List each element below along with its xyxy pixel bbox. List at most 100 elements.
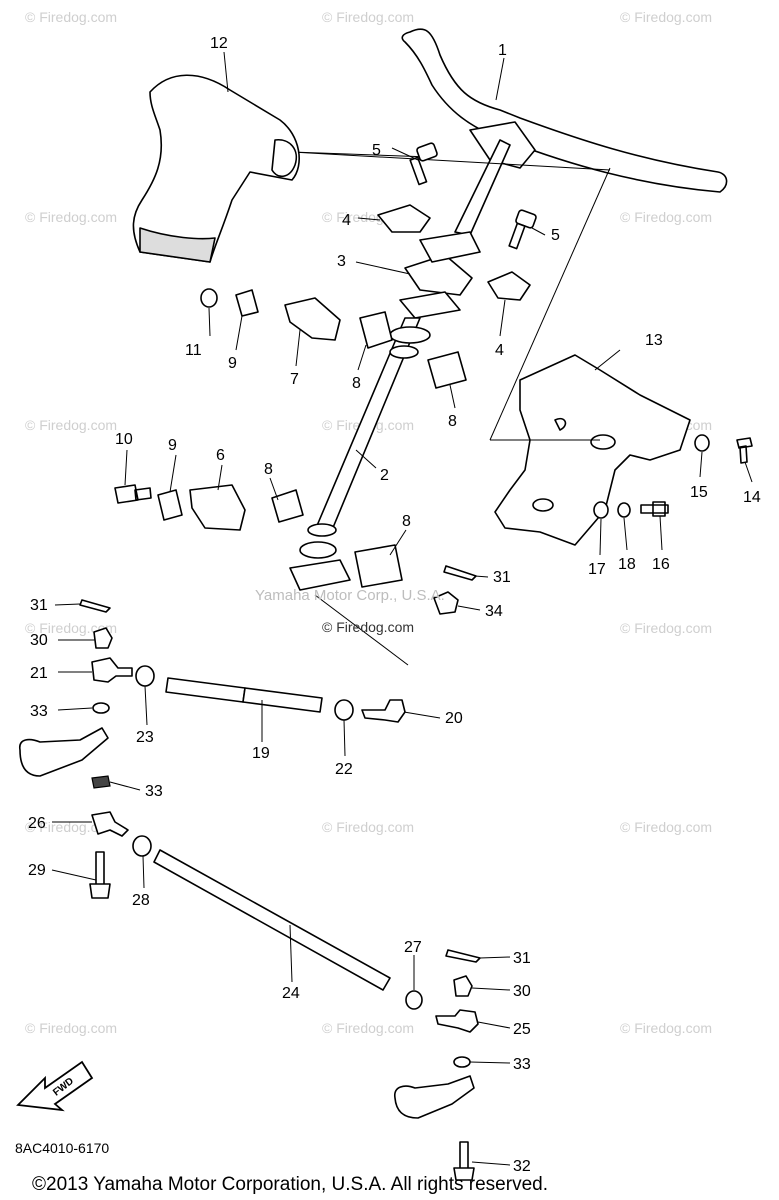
leader-line xyxy=(314,594,409,666)
washer-15 xyxy=(694,434,710,452)
nut-30-lower xyxy=(453,975,473,997)
washer-33-upper xyxy=(92,702,110,714)
callout-5a: 5 xyxy=(372,142,381,159)
copyright-notice: ©2013 Yamaha Motor Corporation, U.S.A. A… xyxy=(32,1174,548,1195)
ball-joint-25 xyxy=(435,1009,479,1033)
callout-16: 16 xyxy=(652,556,670,573)
callout-19: 19 xyxy=(252,745,270,762)
watermark-firedog: © Firedog.com xyxy=(322,619,414,635)
callout-8d: 8 xyxy=(402,513,411,530)
callout-10: 10 xyxy=(115,431,133,448)
steering-arm-left xyxy=(19,727,109,777)
fwd-arrow-icon: FWD xyxy=(16,1060,94,1112)
bushing-8-lower xyxy=(354,544,403,588)
washer-33-mid xyxy=(91,775,111,789)
callout-4a: 4 xyxy=(342,212,351,229)
bolt-29 xyxy=(89,851,111,899)
holder-4-upper xyxy=(377,204,431,233)
bolt-5-right xyxy=(508,209,537,250)
watermark: © Firedog.com xyxy=(620,209,712,225)
watermark: © Firedog.com xyxy=(620,620,712,636)
callout-27: 27 xyxy=(404,939,422,956)
bushing-8-upper-left xyxy=(359,311,393,349)
callout-31c: 31 xyxy=(493,569,511,586)
clamp-9-lower xyxy=(157,489,183,521)
bracket-7 xyxy=(284,297,341,341)
callout-11: 11 xyxy=(185,342,202,359)
leader-line xyxy=(489,167,611,441)
ball-joint-21 xyxy=(91,657,133,683)
screw-14 xyxy=(736,437,753,464)
callout-1: 1 xyxy=(498,42,507,59)
callout-24: 24 xyxy=(282,985,300,1002)
callout-6: 6 xyxy=(216,447,225,464)
watermark: © Firedog.com xyxy=(620,9,712,25)
callout-30a: 30 xyxy=(30,632,48,649)
callout-33c: 33 xyxy=(513,1056,531,1073)
cotter-pin-31-left xyxy=(79,599,111,613)
watermark: © Firedog.com xyxy=(322,9,414,25)
watermark: © Firedog.com xyxy=(25,209,117,225)
tie-rod-24 xyxy=(153,849,391,991)
grip-cover xyxy=(132,74,300,263)
bolt-32 xyxy=(453,1141,475,1181)
collar-17 xyxy=(593,501,609,519)
callout-28: 28 xyxy=(132,892,150,909)
watermark: © Firedog.com xyxy=(25,1020,117,1036)
handlebar xyxy=(401,28,728,236)
steering-column xyxy=(289,317,431,591)
callout-23: 23 xyxy=(136,729,154,746)
callout-leaders xyxy=(51,51,753,1166)
callout-25: 25 xyxy=(513,1021,531,1038)
callout-8a: 8 xyxy=(352,375,361,392)
callout-4b: 4 xyxy=(495,342,504,359)
callout-12: 12 xyxy=(210,35,228,52)
steering-arm-right xyxy=(394,1075,475,1119)
nut-27 xyxy=(405,990,423,1010)
leader-line xyxy=(291,151,431,158)
callout-3: 3 xyxy=(337,253,346,270)
ball-joint-26 xyxy=(91,811,129,837)
holder-4-lower xyxy=(487,271,531,301)
bushing-8-mid-left xyxy=(271,489,304,523)
collar-11 xyxy=(200,288,218,308)
bushing-8-upper-right xyxy=(427,351,467,389)
callout-labels: 1 12 5 4 5 3 4 13 11 9 7 8 8 2 10 9 6 8 … xyxy=(28,35,761,1175)
callout-22: 22 xyxy=(335,761,353,778)
washer-18 xyxy=(617,502,631,518)
tie-rod-19 xyxy=(165,677,323,713)
callout-34: 34 xyxy=(485,603,503,620)
watermark: © Firedog.com xyxy=(620,1020,712,1036)
callout-8c: 8 xyxy=(264,461,273,478)
watermark: © Firedog.com xyxy=(322,1020,414,1036)
bracket-6 xyxy=(189,484,246,531)
callout-31a: 31 xyxy=(30,597,48,614)
callout-29: 29 xyxy=(28,862,46,879)
callout-7: 7 xyxy=(290,371,299,388)
washer-33-lower xyxy=(453,1056,471,1068)
leader-line xyxy=(291,151,611,171)
watermark: © Firedog.com xyxy=(25,9,117,25)
callout-14: 14 xyxy=(743,489,761,506)
callout-5b: 5 xyxy=(551,227,560,244)
nut-28 xyxy=(132,835,152,857)
callout-26: 26 xyxy=(28,815,46,832)
bolt-5-left xyxy=(409,142,438,186)
clamp-9-upper xyxy=(235,289,259,317)
nut-23 xyxy=(135,665,155,687)
nut-22 xyxy=(334,699,354,721)
callout-17: 17 xyxy=(588,561,606,578)
watermark: © Firedog.com xyxy=(25,417,117,433)
callout-20: 20 xyxy=(445,710,463,727)
callout-2: 2 xyxy=(380,467,389,484)
cotter-pin-31-lower xyxy=(445,949,481,963)
callout-8b: 8 xyxy=(448,413,457,430)
column-plate xyxy=(399,291,461,319)
watermark-center: Yamaha Motor Corp., U.S.A. xyxy=(255,587,445,604)
cotter-pin-31-center xyxy=(443,565,477,581)
callout-30b: 30 xyxy=(513,983,531,1000)
callout-9b: 9 xyxy=(168,437,177,454)
ball-joint-20 xyxy=(361,699,406,723)
callout-9a: 9 xyxy=(228,355,237,372)
